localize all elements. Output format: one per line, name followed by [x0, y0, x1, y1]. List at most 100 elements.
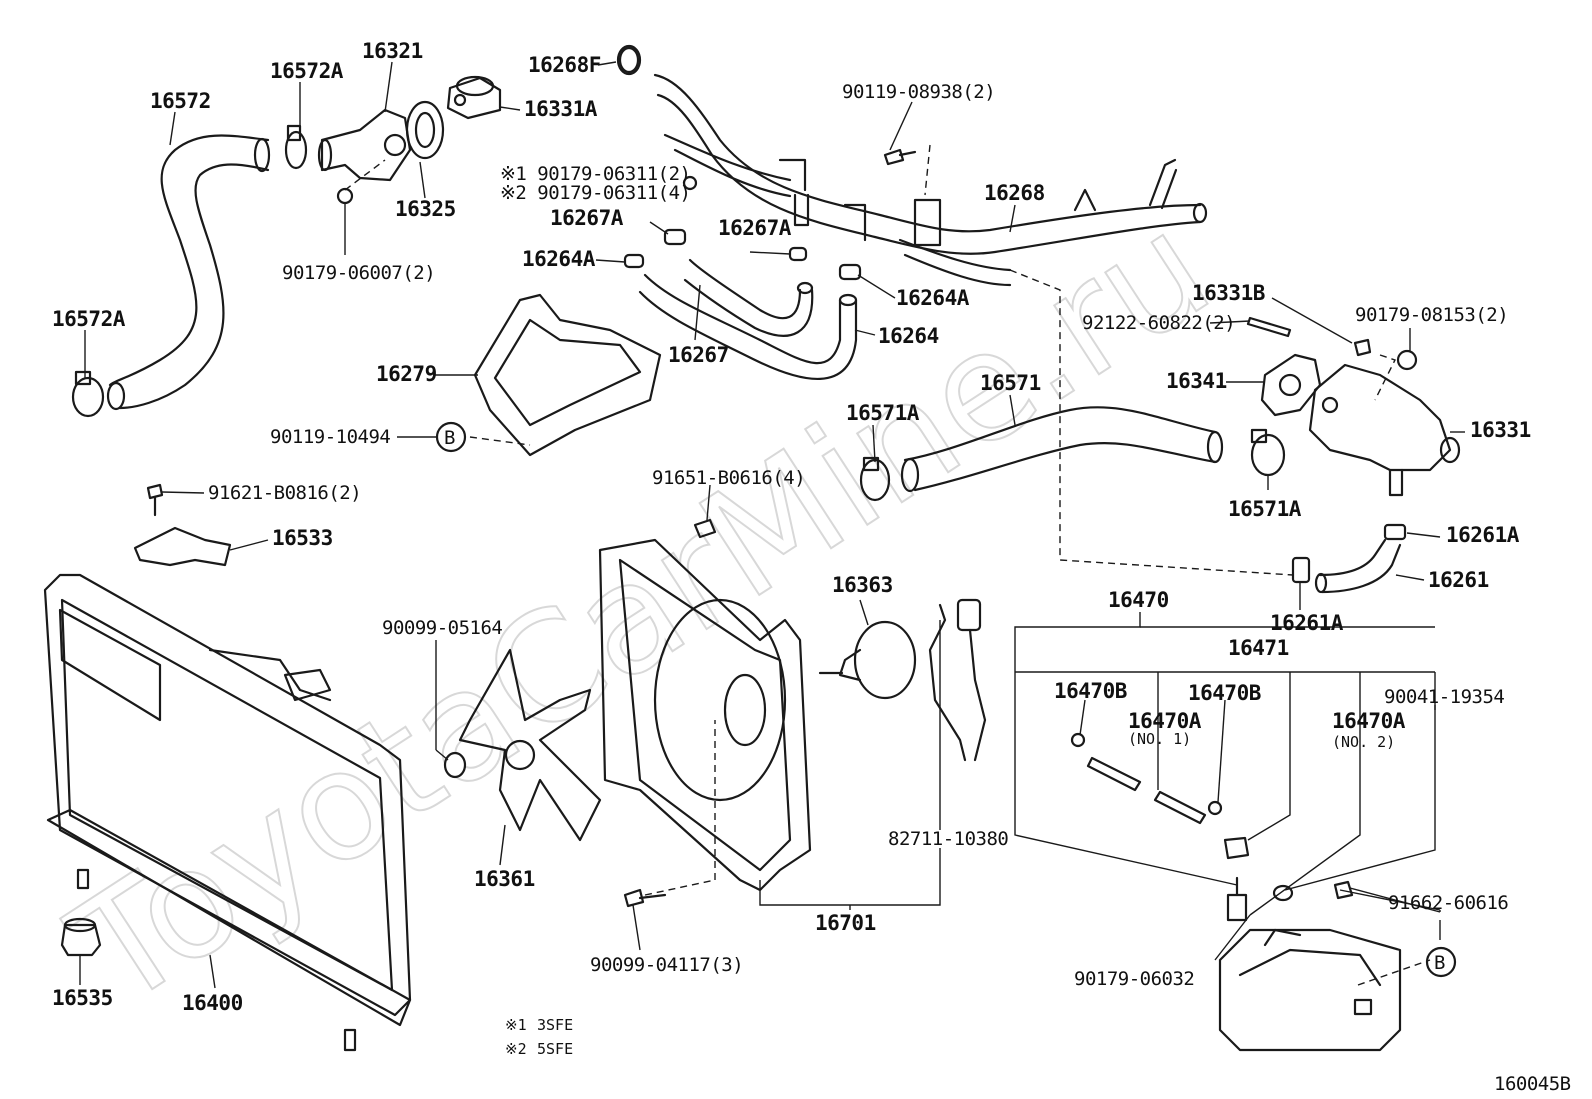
label-16470a-no1: 16470A	[1128, 709, 1202, 733]
label-16470b-left: 16470B	[1054, 679, 1127, 703]
clip-16261a	[1291, 523, 1407, 584]
note-1-mark: ※1	[505, 1016, 527, 1034]
fan-shroud-16701	[598, 538, 812, 892]
label-90119-08938: 90119-08938(2)	[842, 81, 995, 103]
label-16268: 16268	[984, 181, 1045, 205]
label-90179-06007: 90179-06007(2)	[282, 262, 435, 284]
label-16268f: 16268F	[528, 53, 601, 77]
label-16470a-no2-sub: (NO. 2)	[1332, 733, 1395, 751]
note-2-text: 5SFE	[537, 1040, 573, 1058]
hose-clamp-16572a-top	[284, 124, 308, 170]
hose-clips	[623, 175, 862, 281]
lower-hose-16571	[900, 406, 1224, 493]
dashed-lines	[344, 144, 1431, 986]
gasket-16268f	[616, 44, 642, 76]
water-hose-16267	[683, 258, 814, 337]
callout-b-top: B	[435, 421, 467, 453]
figure-id: 160045B	[1494, 1073, 1571, 1095]
water-outlet-16321	[317, 108, 412, 205]
label-90119-10494: 90119-10494	[270, 426, 390, 448]
reservoir-16470	[1218, 876, 1402, 1052]
label-16571: 16571	[980, 371, 1041, 395]
label-90179-06311-1: ※1 90179-06311(2)	[500, 163, 690, 185]
label-16261a-right: 16261A	[1446, 523, 1520, 547]
bolt-91651-b0616	[693, 518, 717, 539]
label-16267a-left: 16267A	[550, 206, 624, 230]
svg-text:B: B	[444, 427, 455, 449]
label-90179-06311-2: ※2 90179-06311(4)	[500, 182, 690, 204]
fan-16361	[458, 648, 602, 842]
label-90179-06032: 90179-06032	[1074, 968, 1194, 990]
label-16701: 16701	[815, 911, 876, 935]
label-16261a-bottom: 16261A	[1270, 611, 1344, 635]
label-16571a-left: 16571A	[846, 401, 920, 425]
label-90179-08153: 90179-08153(2)	[1355, 304, 1508, 326]
label-16264: 16264	[878, 324, 939, 348]
hose-clamp-16571a-right	[1250, 428, 1286, 477]
label-16261: 16261	[1428, 568, 1489, 592]
label-16264a-right: 16264A	[896, 286, 970, 310]
bolt-91621-b0816	[146, 483, 164, 517]
label-90099-04117: 90099-04117(3)	[590, 954, 743, 976]
nut-90179-08153	[1396, 349, 1418, 371]
label-16267a-right: 16267A	[718, 216, 792, 240]
bolt-90099-04117	[623, 888, 667, 908]
label-16533: 16533	[272, 526, 333, 550]
label-16264a-left: 16264A	[522, 247, 596, 271]
gasket-16325	[405, 100, 445, 160]
water-inlet-16331	[1308, 363, 1461, 497]
gasket-16341	[1260, 353, 1322, 417]
shield-16279	[473, 293, 662, 457]
label-16470: 16470	[1108, 588, 1169, 612]
label-16325: 16325	[395, 197, 456, 221]
label-91621-b0816: 91621-B0816(2)	[208, 482, 361, 504]
label-16572: 16572	[150, 89, 211, 113]
label-16331: 16331	[1470, 418, 1531, 442]
label-91651-b0616: 91651-B0616(4)	[652, 467, 805, 489]
label-16400: 16400	[182, 991, 243, 1015]
thermostat-16331a	[446, 75, 502, 120]
hose-clamp-16572a-left	[71, 370, 105, 418]
label-16363: 16363	[832, 573, 893, 597]
label-16535: 16535	[52, 986, 113, 1010]
label-16471: 16471	[1228, 636, 1289, 660]
label-16321: 16321	[362, 39, 423, 63]
note-2-mark: ※2	[505, 1040, 527, 1058]
callout-b-bottom: B	[1425, 946, 1457, 978]
label-90099-05164: 90099-05164	[382, 617, 502, 639]
label-16331b: 16331B	[1192, 281, 1265, 305]
svg-text:B: B	[1434, 952, 1445, 974]
label-16470b-right: 16470B	[1188, 681, 1261, 705]
label-16572a-left: 16572A	[52, 307, 126, 331]
label-92122-60822: 92122-60822(2)	[1082, 312, 1235, 334]
bracket-16533	[133, 526, 232, 567]
bolt-91662-60616	[1333, 880, 1354, 900]
bolt-90119-08938	[883, 148, 917, 166]
nut-90099-05164	[443, 751, 467, 779]
radiator-support-16535	[60, 917, 102, 957]
label-16361: 16361	[474, 867, 535, 891]
leader-lines	[79, 61, 1465, 989]
label-90041-19354: 90041-19354	[1384, 686, 1504, 708]
water-bypass-pipe-16268	[618, 46, 1208, 287]
label-16331a: 16331A	[524, 97, 598, 121]
reservoir-hoses	[1070, 732, 1250, 860]
note-1-text: 3SFE	[537, 1016, 573, 1034]
label-16470a-no2: 16470A	[1332, 709, 1406, 733]
part-labels: 16572 16572A 16321 16331A 16325 90179-06…	[52, 39, 1531, 1015]
water-hose-16264	[638, 273, 858, 381]
upper-radiator-hose	[106, 134, 271, 411]
label-16571a-right: 16571A	[1228, 497, 1302, 521]
label-82711-10380: 82711-10380	[888, 828, 1008, 850]
label-16470a-no1-sub: (NO. 1)	[1128, 730, 1191, 748]
label-16279: 16279	[376, 362, 437, 386]
radiator-16400	[43, 573, 412, 1052]
plug-16331b	[1353, 338, 1372, 357]
label-91662-60616: 91662-60616	[1388, 892, 1508, 914]
label-16267: 16267	[668, 343, 729, 367]
label-16341: 16341	[1166, 369, 1227, 393]
bypass-hose-16261	[1314, 538, 1402, 594]
label-16572a-top: 16572A	[270, 59, 344, 83]
